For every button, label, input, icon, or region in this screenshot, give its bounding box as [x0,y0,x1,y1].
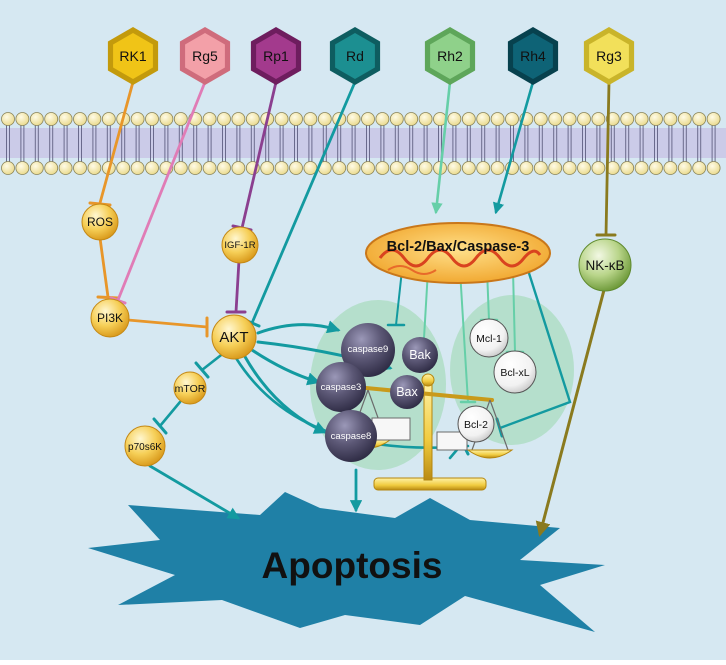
ginsenoside-label: Rg3 [596,48,622,64]
mtor-node: mTOR [173,371,207,405]
hexagon-inner [589,33,629,79]
mtor-to-p70s6k-line [158,400,182,428]
apoptosis-shape [88,492,605,632]
rg5-to-pi3k-line [116,80,207,302]
akt-to-caspase9-arrow [256,320,341,335]
hexagon-inner [113,33,153,79]
nfkb-node: NK-κB [578,238,632,292]
caspase3-protein: caspase3 [316,362,366,412]
ginsenoside-label: RK1 [119,48,146,64]
hexagon-inner [513,33,553,79]
igf1r-label: IGF-1R [224,240,255,251]
p70s6k-node: p70s6K [124,425,166,467]
caspase9-protein: caspase9 [341,323,395,377]
mito-to-bclxl-line [512,269,516,353]
pi3k-label: PI3K [97,311,123,325]
nfkb-label: NK-κB [585,258,624,273]
ginsenoside-label: Rp1 [263,48,289,64]
mcl1-protein: Mcl-1 [469,318,509,358]
caspase3-label: caspase3 [321,382,362,393]
ginsenoside-label: Rh4 [520,48,546,64]
ros-node: ROS [81,203,119,241]
p70s6k-label: p70s6K [128,442,162,453]
caspase8-label: caspase8 [331,431,372,442]
mitochondrion-label: Bcl-2/Bax/Caspase-3 [387,239,530,255]
akt-label: AKT [219,329,248,346]
mcl1-label: Mcl-1 [476,333,502,345]
akt-node: AKT [211,314,257,360]
ginsenoside-rg3: Rg3 [583,27,635,85]
mito-to-bcl2-line [459,269,469,403]
bak-protein: Bak [402,337,438,373]
igf1r-to-akt-line [234,258,241,314]
ros-label: ROS [87,215,113,229]
hexagon-inner [256,33,296,79]
mito-to-caspase-line [395,269,403,326]
bax-label: Bax [396,385,418,399]
rh4-to-mito-arrow [493,80,535,215]
pi3k-node: PI3K [90,298,130,338]
p70s6k-to-apoptosis-arrow [148,464,241,520]
rd-to-akt-line [250,80,357,325]
bcl2-label: Bcl-2 [464,419,488,431]
rg3-to-nfkb-line [604,80,611,237]
pi3k-to-akt-line [126,318,209,329]
bak-label: Bak [409,348,431,362]
mtor-label: mTOR [175,383,206,395]
hexagon-inner [185,33,225,79]
bclxl-label: Bcl-xL [500,367,529,379]
bcl2-protein: Bcl-2 [457,405,495,443]
ginsenoside-label: Rh2 [437,48,463,64]
ros-to-pi3k-line [98,236,110,299]
balance-scale [344,373,514,491]
ginsenoside-label: Rd [346,48,364,64]
bax-protein: Bax [390,375,424,409]
hexagon-inner [335,33,375,79]
mitochondrion: Bcl-2/Bax/Caspase-3 [365,222,551,284]
ginsenoside-rh2: Rh2 [424,27,476,85]
rk1-to-ros-line [98,80,135,205]
apoptosis-label: Apoptosis [262,545,443,586]
bclxl-protein: Bcl-xL [493,350,537,394]
igf1r-node: IGF-1R [221,226,259,264]
ginsenoside-rk1: RK1 [107,27,159,85]
mito-inhibits-bcl2-line [498,268,572,430]
ginsenoside-rg5: Rg5 [179,27,231,85]
rh2-to-mito-arrow [431,80,452,215]
caspase9-label: caspase9 [348,344,389,355]
ginsenoside-rp1: Rp1 [250,27,302,85]
ginsenoside-label: Rg5 [192,48,218,64]
ginsenoside-row: RK1 Rg5 Rp1 Rd Rh2 Rh4 Rg3 [107,27,635,85]
ginsenoside-rh4: Rh4 [507,27,559,85]
hexagon-inner [430,33,470,79]
nfkb-to-apoptosis-arrow [535,288,606,537]
ginsenoside-rd: Rd [329,27,381,85]
akt-to-caspase3-arrow [250,348,321,386]
rp1-to-igf1r-line [240,80,278,230]
caspase8-protein: caspase8 [325,410,377,462]
